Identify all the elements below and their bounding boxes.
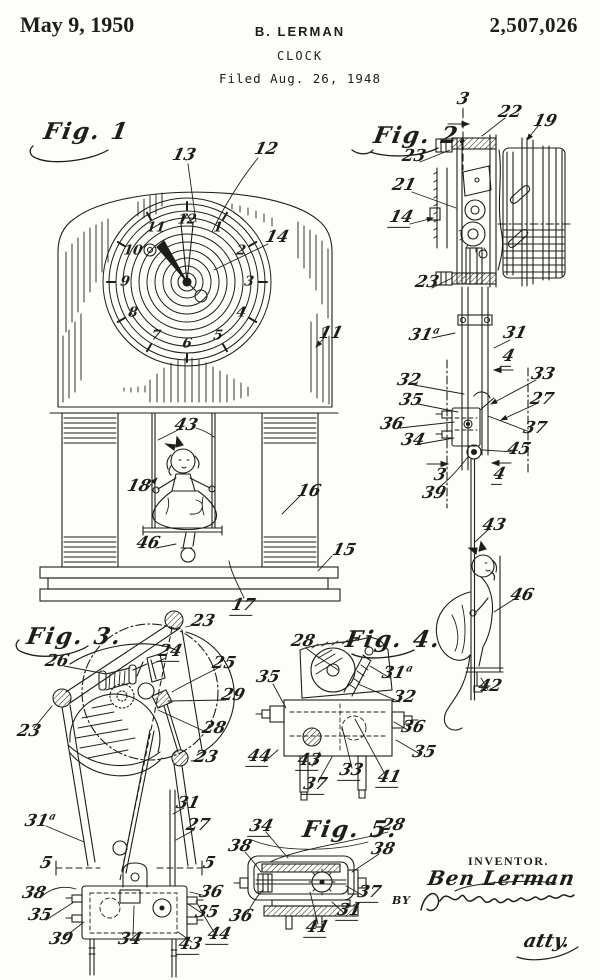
- by-label: BY: [392, 894, 411, 907]
- fig2-art: [400, 108, 572, 730]
- inventor-signature: Ben Lerman: [426, 866, 577, 890]
- fig3-art: [34, 611, 234, 977]
- attorney-caption: atty.: [522, 930, 572, 952]
- fig1-art: [40, 158, 340, 601]
- fig4-art: [256, 637, 420, 800]
- fig5-art: [234, 832, 388, 929]
